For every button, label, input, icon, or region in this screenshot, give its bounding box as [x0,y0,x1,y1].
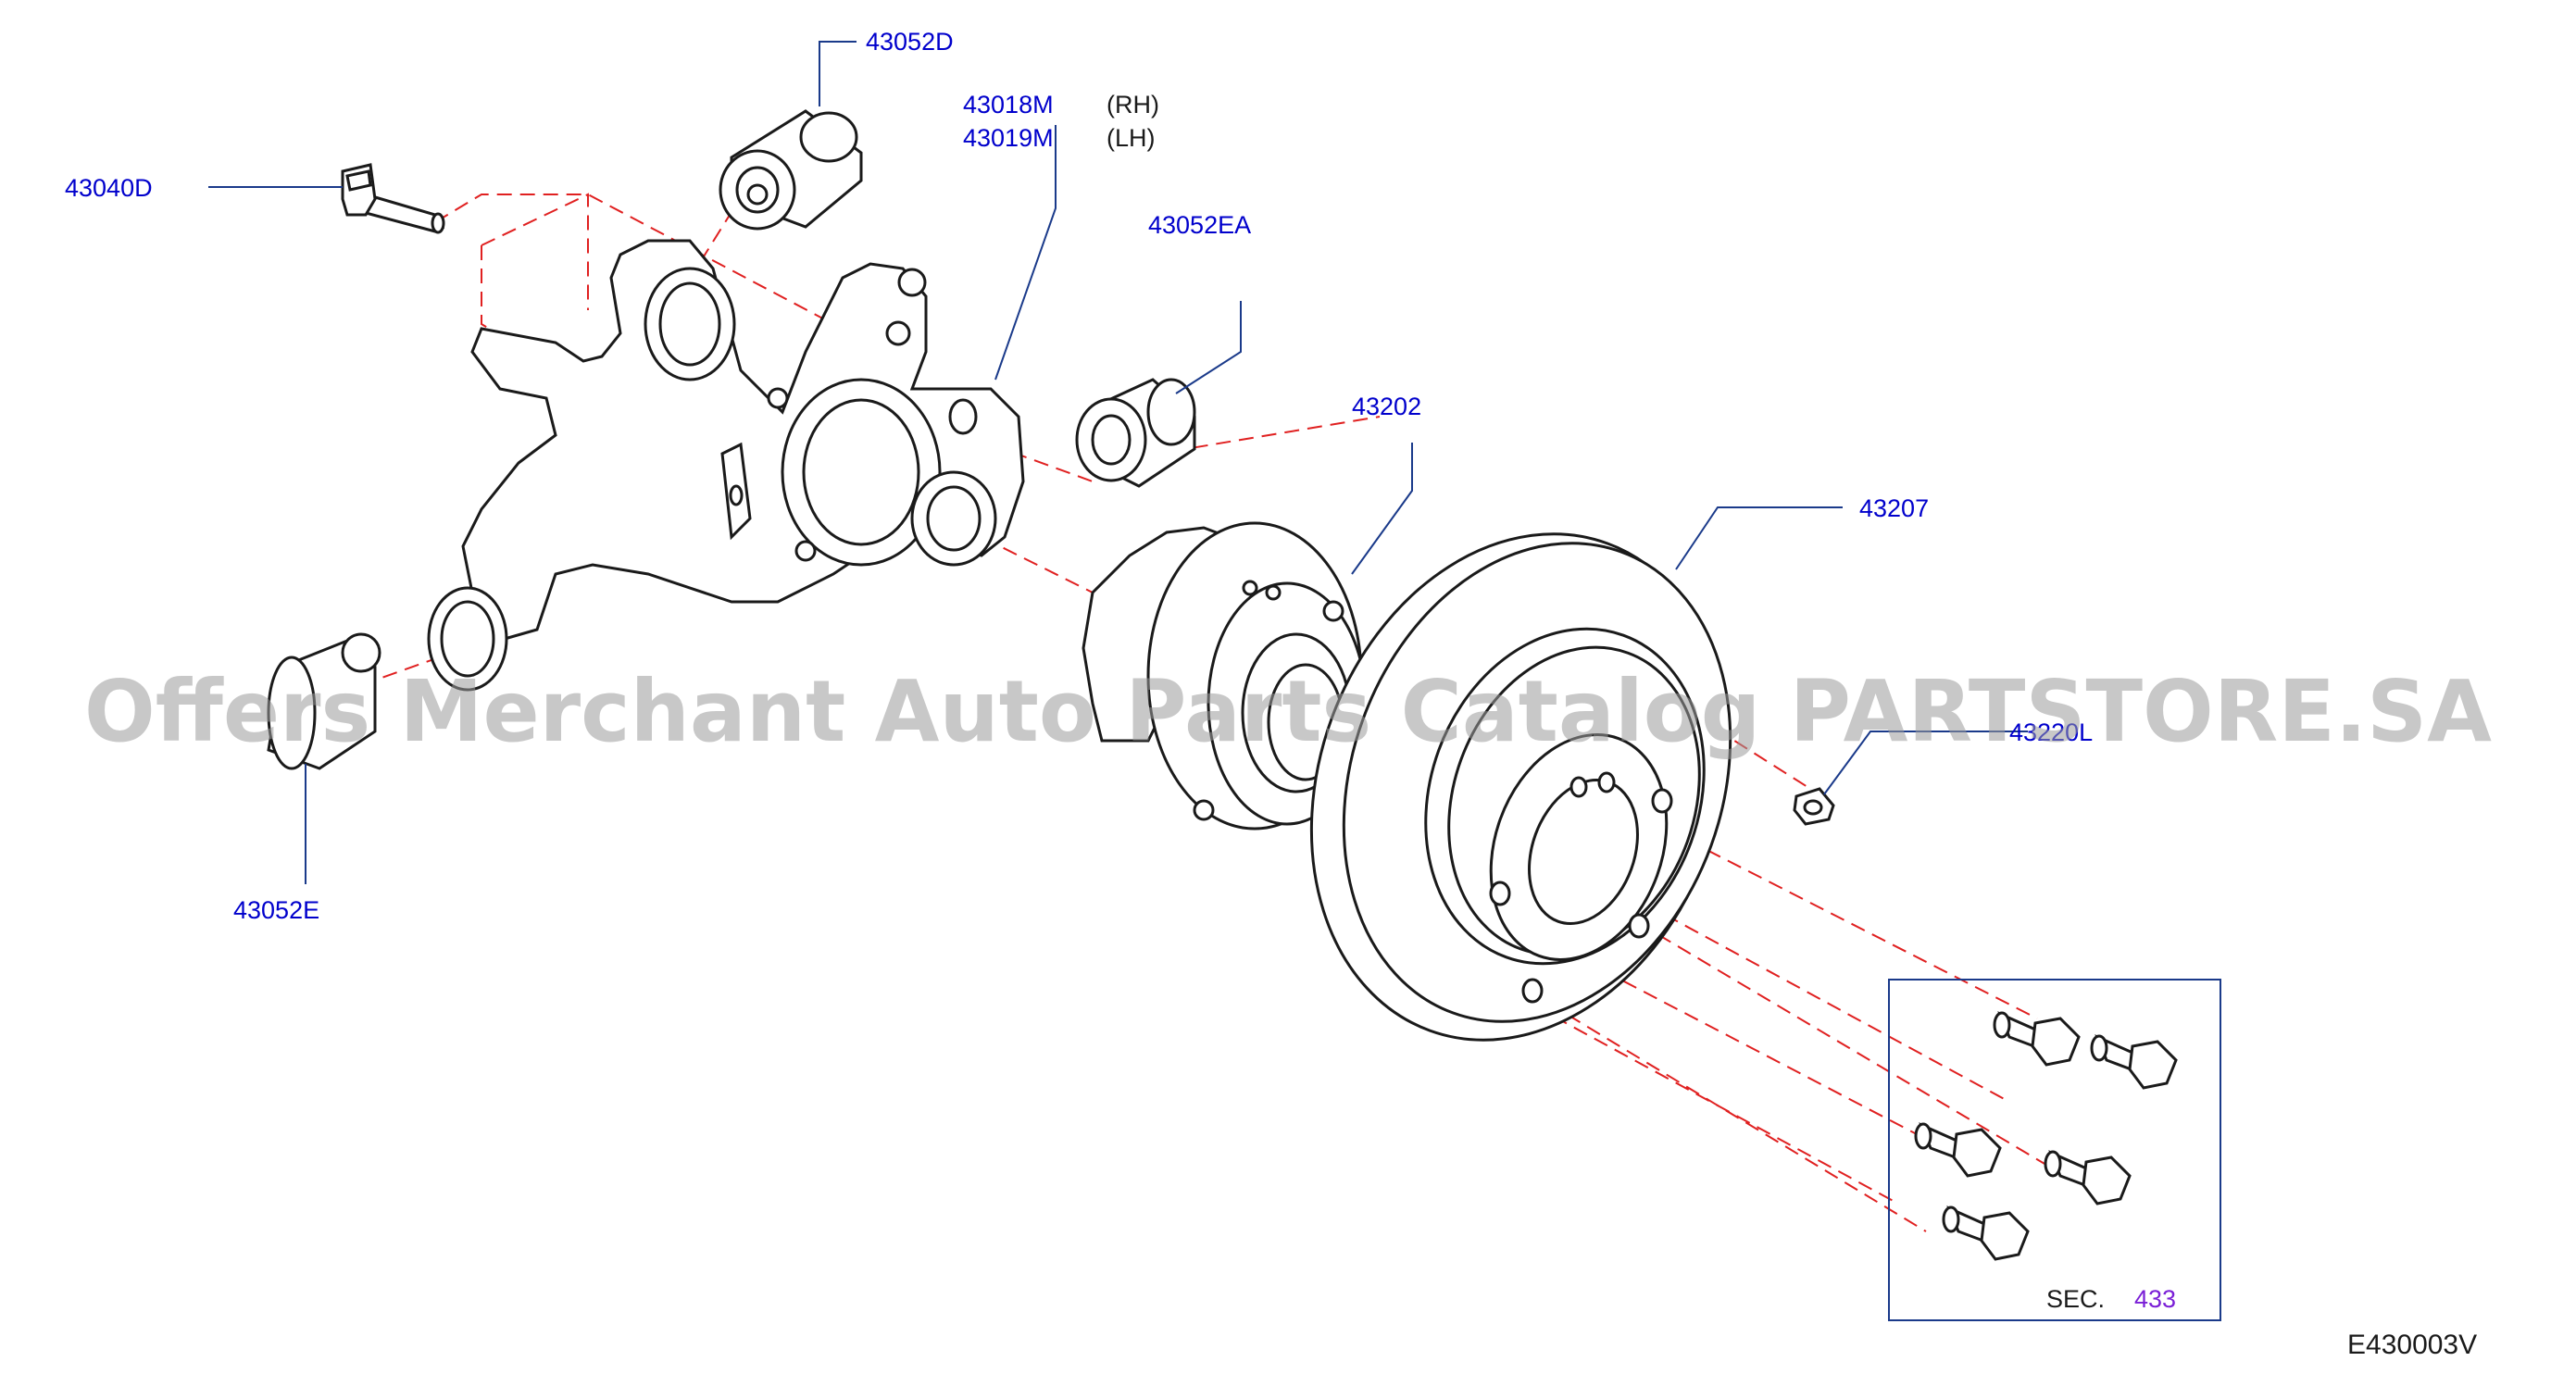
label-43018m[interactable]: 43018M [963,91,1054,119]
watermark-text: Offers Merchant Auto Parts Catalog PARTS… [84,662,2492,761]
label-43019m[interactable]: 43019M [963,124,1054,152]
label-43052d[interactable]: 43052D [866,28,954,56]
wheel-bolt-2 [2090,1034,2178,1090]
label-lh: (LH) [1107,124,1156,152]
wheel-bolts-group[interactable] [1914,1011,2178,1261]
wheel-bolt-3 [1914,1122,2002,1178]
sec-label: SEC. [2046,1285,2105,1313]
wheel-bolt-5 [1942,1205,2030,1261]
label-43220l[interactable]: 43220L [2009,718,2093,746]
label-43052e[interactable]: 43052E [233,896,319,924]
sec-433-box[interactable] [1888,979,2221,1321]
diagram-code: E430003V [2347,1330,2477,1360]
wheel-hub-43202[interactable] [1082,521,1370,831]
bushing-43052ea[interactable] [1075,378,1196,488]
label-43052ea[interactable]: 43052EA [1148,211,1251,239]
label-43202[interactable]: 43202 [1352,393,1421,420]
label-rh: (RH) [1107,91,1159,119]
brake-rotor-43207[interactable] [1243,475,1794,1098]
steering-knuckle-43018m[interactable] [461,239,1025,641]
wheel-bolt-1 [1993,1011,2081,1067]
bushing-43052e[interactable] [267,632,381,770]
sec-link-433[interactable]: 433 [2134,1285,2176,1313]
screw-43220l[interactable] [1793,787,1835,826]
bolt-43040d[interactable] [341,163,445,234]
wheel-bolt-4 [2044,1150,2132,1205]
bushing-43052d[interactable] [719,109,863,231]
knuckle-lower-eye [427,586,508,692]
leader-lines [208,41,2028,884]
label-43040d[interactable]: 43040D [65,174,153,202]
label-43207[interactable]: 43207 [1859,494,1929,522]
